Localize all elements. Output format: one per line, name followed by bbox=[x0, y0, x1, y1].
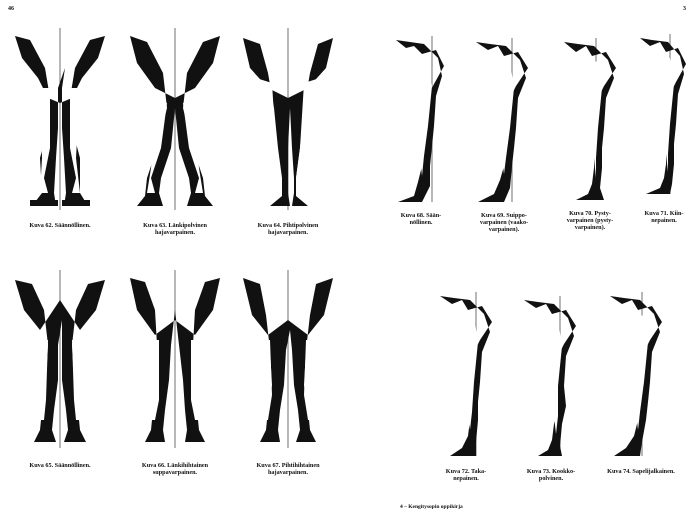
side-leg-illustration bbox=[436, 292, 498, 458]
caption-fig-66: Kuva 66. Länkihihtainen suppavarpainen. bbox=[118, 462, 232, 476]
caption-fig-64: Kuva 64. Pihtipolvinen hajavarpainen. bbox=[232, 222, 344, 236]
side-leg-illustration bbox=[472, 38, 534, 204]
front-legs-illustration bbox=[125, 28, 225, 212]
caption-fig-71: Kuva 71. Kiin- nepainen. bbox=[636, 210, 692, 224]
front-legs-illustration bbox=[238, 28, 338, 212]
side-leg-illustration bbox=[392, 36, 450, 204]
side-leg-illustration bbox=[560, 38, 620, 202]
front-legs-illustration bbox=[125, 270, 225, 450]
caption-fig-62: Kuva 62. Säännöllinen. bbox=[8, 222, 112, 229]
caption-fig-63: Kuva 63. Länkipolvinen hajavarpainen. bbox=[118, 222, 232, 236]
side-leg-illustration bbox=[606, 292, 668, 458]
caption-fig-72: Kuva 72. Taka- nepainen. bbox=[430, 468, 502, 482]
front-legs-illustration bbox=[10, 270, 110, 450]
front-legs-illustration bbox=[10, 28, 110, 212]
right-page-number: 3 bbox=[683, 6, 686, 12]
caption-fig-65: Kuva 65. Säännöllinen. bbox=[8, 462, 112, 469]
front-legs-illustration bbox=[238, 270, 338, 450]
caption-fig-69: Kuva 69. Suippo- varpainen (vaako- varpa… bbox=[468, 212, 540, 233]
caption-fig-67: Kuva 67. Pihtihihtainen hajavarpainen. bbox=[232, 462, 344, 476]
caption-fig-68: Kuva 68. Sään- nöllinen. bbox=[388, 212, 454, 226]
left-page-number: 46 bbox=[8, 6, 14, 12]
caption-fig-70: Kuva 70. Pysty- varpainen (pysty- varpai… bbox=[555, 210, 625, 231]
caption-fig-73: Kuva 73. Kookko- polvinen. bbox=[512, 468, 590, 482]
page-footer: 4 – Kengitysopin oppikirja bbox=[400, 504, 463, 510]
caption-fig-74: Kuva 74. Sapelijalkainen. bbox=[604, 468, 678, 475]
side-leg-illustration bbox=[636, 34, 690, 196]
side-leg-illustration bbox=[520, 296, 582, 458]
